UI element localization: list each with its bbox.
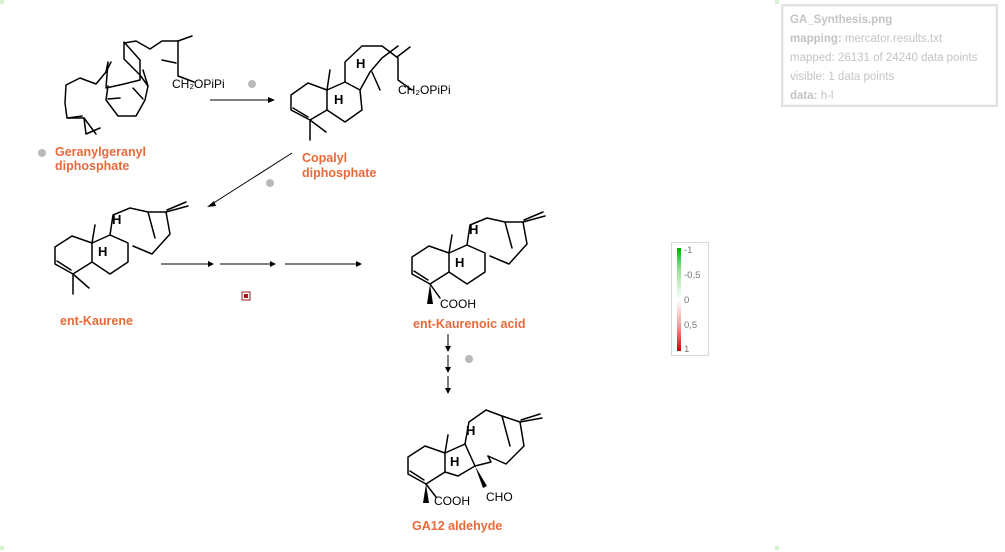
ga12-substituent-cooh: COOH	[434, 494, 470, 508]
kaurenoic-stereo-h2: H	[455, 255, 464, 270]
info-visible: visible: 1 data points	[790, 71, 895, 83]
info-data: data: h-l	[790, 90, 834, 102]
kaurene-stereo-h1: H	[112, 212, 121, 227]
cpp-name-line2[interactable]: diphosphate	[302, 166, 376, 180]
scale-tick-2: 0	[684, 295, 690, 306]
cpp-stereo-h2: H	[334, 92, 343, 107]
scale-tick-1: -0,5	[684, 270, 701, 281]
corner-mark-bottom-right	[775, 546, 779, 550]
cpp-structure: H H CH₂OPiPi	[290, 45, 451, 141]
scale-tick-0: -1	[684, 245, 693, 256]
info-filename: GA_Synthesis.png	[790, 14, 893, 26]
ggpp-name-line1[interactable]: Geranylgeranyl	[55, 145, 146, 159]
cpp-substituent: CH₂OPiPi	[398, 83, 451, 97]
ggpp-marker-dot[interactable]	[38, 149, 46, 157]
cpp-stereo-h1: H	[356, 56, 365, 71]
kaurene-stereo-h2: H	[98, 244, 107, 259]
color-scale-legend: -1 -0,5 0 0,5 1	[671, 242, 709, 356]
kaurenoic-substituent: COOH	[440, 297, 476, 311]
kaurene-structure: H H	[54, 201, 189, 295]
ga12-structure: H H COOH CHO	[407, 409, 543, 508]
scale-tick-3: 0,5	[684, 320, 698, 331]
kaurenoic-structure: H H COOH	[411, 211, 546, 311]
arrow-cpp-to-kaurene	[211, 152, 293, 205]
corner-mark-bottom-left	[0, 546, 4, 550]
arrow-kaurenoic-to-ga12	[445, 334, 451, 394]
info-mapping: mapping: mercator.results.txt	[790, 33, 943, 45]
ggpp-substituent: CH₂OPiPi	[172, 77, 225, 91]
corner-mark-top-right	[775, 0, 779, 4]
kaurene-name[interactable]: ent-Kaurene	[60, 314, 133, 328]
ga12-name[interactable]: GA12 aldehyde	[412, 519, 502, 533]
step2-marker-dot[interactable]	[266, 179, 274, 187]
ggpp-name-line2[interactable]: diphosphate	[55, 159, 129, 173]
kaurenoic-name[interactable]: ent-Kaurenoic acid	[413, 317, 526, 331]
arrow-kaurene-to-kaurenoic	[161, 261, 362, 267]
kaurenoic-stereo-h1: H	[469, 222, 478, 237]
ga12-stereo-h2: H	[450, 454, 459, 469]
step4-marker-dot[interactable]	[465, 355, 473, 363]
corner-mark-top-left	[0, 0, 4, 4]
ga12-substituent-cho: CHO	[486, 490, 513, 504]
ggpp-structure: CH₂OPiPi	[64, 35, 225, 135]
step1-marker-dot[interactable]	[248, 80, 256, 88]
info-mapped: mapped: 26131 of 24240 data points	[790, 52, 978, 64]
mapping-info-panel: GA_Synthesis.png mapping: mercator.resul…	[781, 4, 998, 107]
cpp-name-line1[interactable]: Copalyl	[302, 151, 347, 165]
color-scale-bar	[677, 248, 681, 351]
ga12-stereo-h1: H	[466, 423, 475, 438]
scale-tick-4: 1	[684, 344, 690, 355]
